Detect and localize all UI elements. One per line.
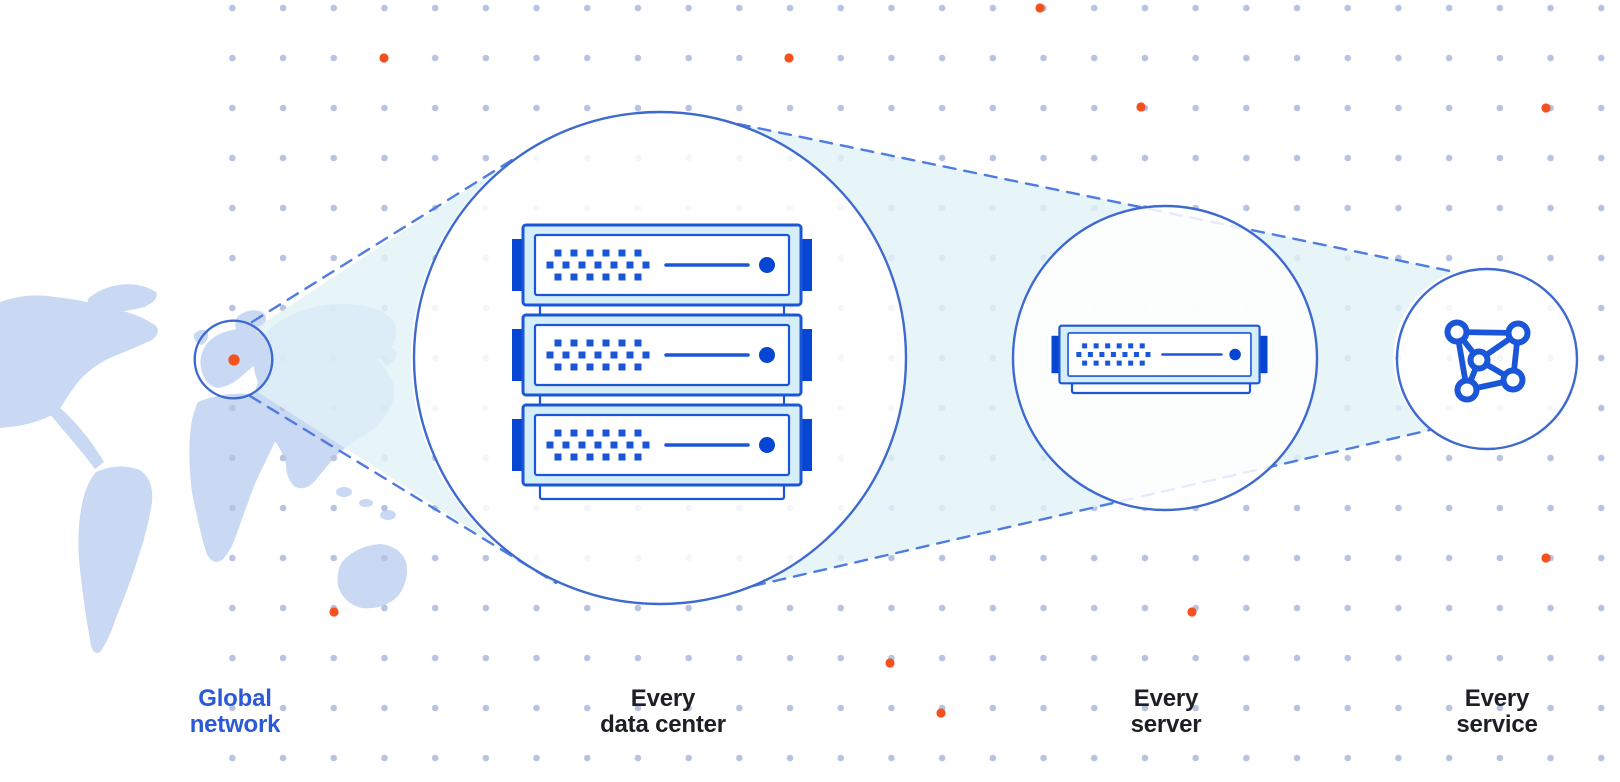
accent-dot <box>936 708 946 718</box>
server-unit-3 <box>510 403 814 487</box>
dashed-line-upper-left <box>250 158 514 324</box>
accent-dot <box>1541 553 1551 563</box>
server-unit-single <box>1050 324 1269 385</box>
mesh-node <box>1467 348 1491 372</box>
single-server-illustration <box>1050 324 1269 395</box>
accent-dot <box>885 658 895 668</box>
label-every-service: Every service <box>1456 685 1538 738</box>
accent-dot <box>329 607 339 617</box>
mesh-node <box>1454 377 1480 403</box>
dashed-line-lower-left <box>248 394 558 585</box>
label-line: Global <box>198 685 272 712</box>
label-line: data center <box>600 711 726 738</box>
server-unit-2 <box>510 313 814 397</box>
accent-dot <box>1035 3 1045 13</box>
accent-dot <box>1187 607 1197 617</box>
continent-greenland <box>87 284 157 312</box>
globe-highlight-circle <box>193 319 274 400</box>
mesh-node <box>1500 367 1526 393</box>
accent-dot <box>1136 102 1146 112</box>
mesh-node <box>1444 319 1470 345</box>
label-line: Every <box>630 685 696 712</box>
globe-location-dot <box>228 354 240 366</box>
label-line: network <box>189 711 281 738</box>
label-every-data-center: Every data center <box>600 686 726 738</box>
network-mesh-icon <box>1444 319 1531 403</box>
dashed-line-upper-right <box>736 122 1457 274</box>
label-line: Every <box>1133 685 1199 712</box>
accent-dot <box>784 53 794 63</box>
label-line: service <box>1456 711 1538 738</box>
server-unit-1 <box>510 223 814 307</box>
server-rack-illustration <box>510 223 814 501</box>
label-line: Every <box>1464 685 1530 712</box>
label-every-server: Every server <box>1131 686 1202 738</box>
accent-dot <box>379 53 389 63</box>
central-america <box>50 406 104 469</box>
mesh-node <box>1505 320 1531 346</box>
label-global-network: Global network <box>190 686 281 738</box>
accent-dots <box>228 3 1551 718</box>
label-line: server <box>1130 711 1202 738</box>
continent-south-america <box>78 466 153 653</box>
continent-north-america <box>0 295 158 428</box>
accent-dot <box>1541 103 1551 113</box>
dashed-line-lower-right <box>751 428 1432 588</box>
zoom-beam-left <box>256 160 556 583</box>
